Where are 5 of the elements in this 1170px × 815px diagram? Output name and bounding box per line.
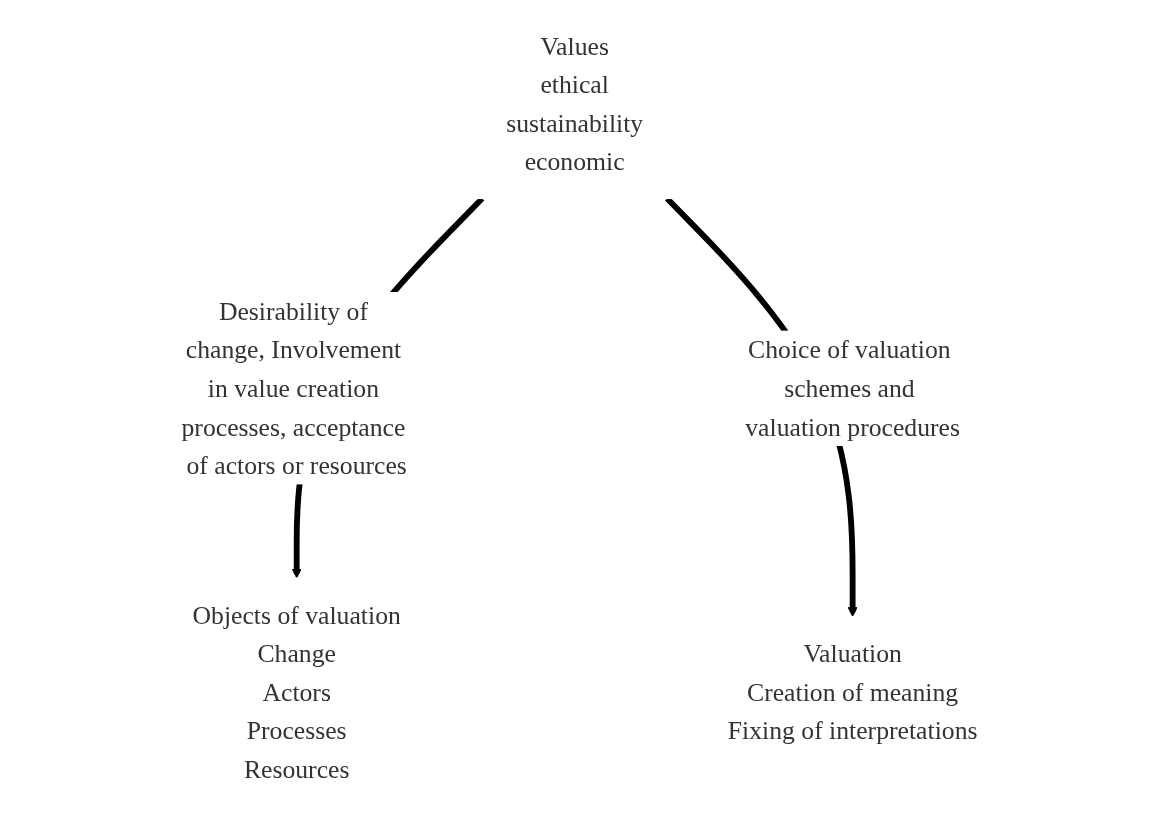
- node-text: Values ethical sustainability economic: [506, 31, 644, 177]
- edge-label: Desirability of change, Involvement in value creation processes, acceptance of actors or resources: [181, 296, 407, 480]
- node-text: Valuation Creation of meaning Fixing of interpretations: [727, 638, 978, 745]
- edge-label: Choice of valuation schemes and valuation procedures: [745, 335, 960, 442]
- node-text: Objects of valuation Change Actors Processes Resources: [192, 600, 401, 784]
